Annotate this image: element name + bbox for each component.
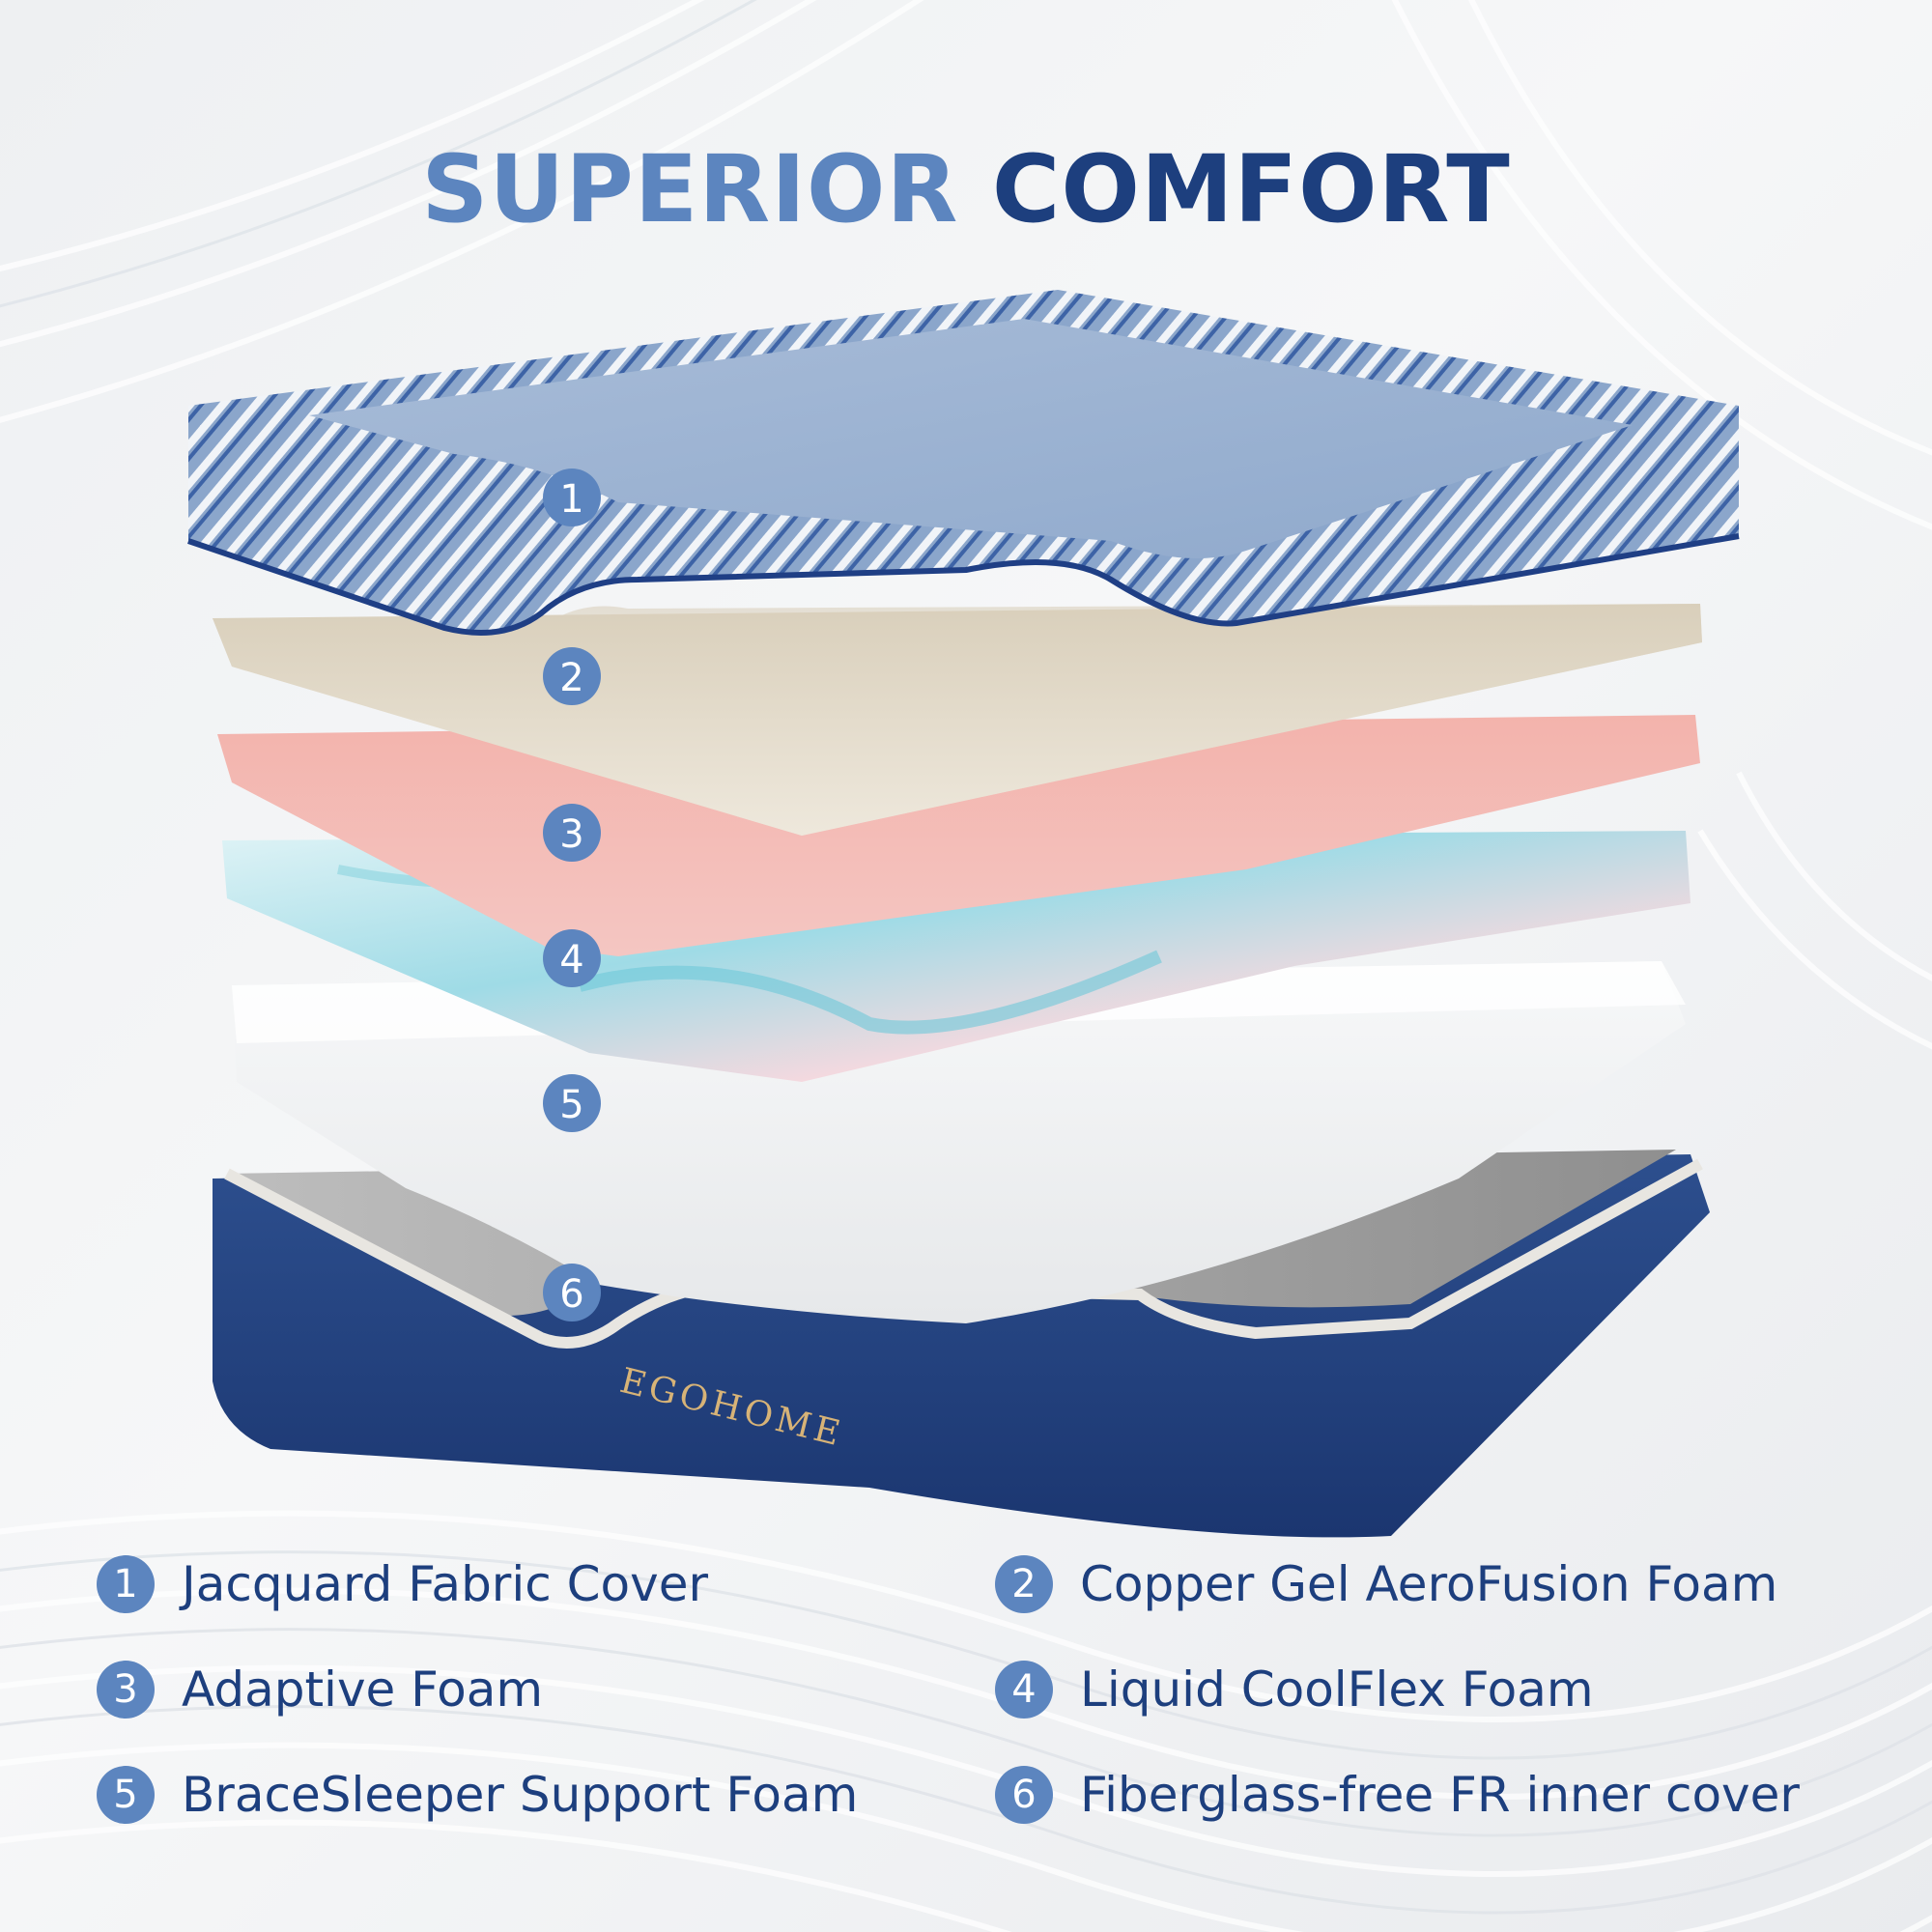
- layer-1-fabric-cover: [187, 290, 1740, 636]
- title-word-comfort: COMFORT: [991, 135, 1511, 243]
- svg-text:5: 5: [559, 1083, 583, 1127]
- marker-3: 3: [543, 804, 601, 862]
- marker-5: 5: [543, 1074, 601, 1132]
- layer-3-adaptive-foam: [217, 715, 1700, 956]
- marker-4: 4: [543, 929, 601, 987]
- page-title: SUPERIOR COMFORT: [0, 135, 1932, 243]
- title-word-superior: SUPERIOR: [421, 135, 959, 243]
- svg-text:3: 3: [559, 812, 583, 857]
- svg-text:4: 4: [559, 938, 583, 982]
- svg-text:1: 1: [559, 477, 583, 522]
- marker-6: 6: [543, 1264, 601, 1321]
- marker-1: 1: [543, 469, 601, 526]
- svg-text:2: 2: [559, 656, 583, 700]
- marker-2: 2: [543, 647, 601, 705]
- svg-text:6: 6: [559, 1272, 583, 1317]
